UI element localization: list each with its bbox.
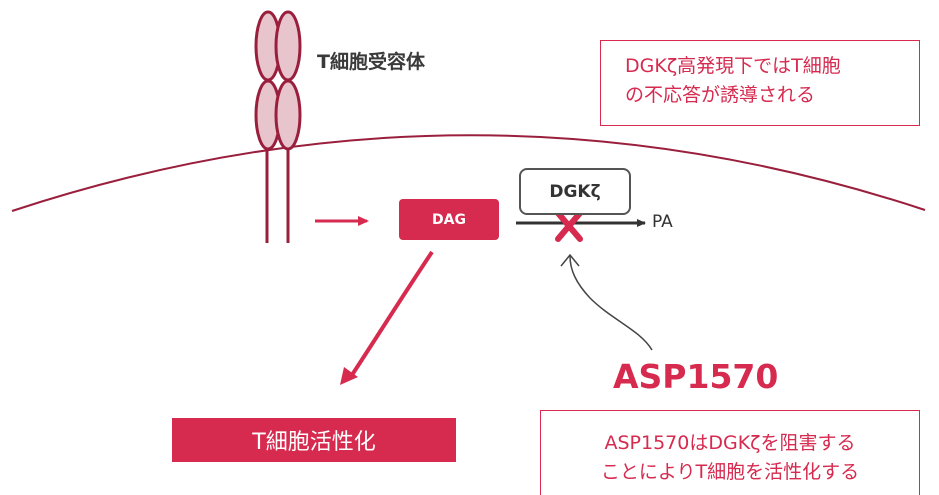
inhibitor-pointer-head [560, 253, 580, 267]
t-cell-activation-label: T細胞活性化 [252, 430, 376, 455]
dgk-zeta-label: DGKζ [549, 181, 601, 202]
activation-arrow-head [340, 367, 358, 385]
pa-label: PA [652, 212, 673, 232]
callout-bottom-line1: ASP1570はDGKζを阻害する [604, 432, 856, 454]
callout-top-line2: の不応答が誘導される [625, 84, 816, 106]
inhibition-x-icon [555, 210, 583, 242]
tcr-receptor-icon [254, 10, 302, 243]
tcr-label: T細胞受容体 [317, 51, 425, 73]
callout-asp1570-mechanism: ASP1570はDGKζを阻害する ことによりT細胞を活性化する [540, 410, 920, 495]
dgk-zeta-box: DGKζ [519, 168, 631, 215]
drug-name-asp1570: ASP1570 [613, 357, 779, 396]
callout-top-line1: DGKζ高発現下ではT細胞 [625, 55, 841, 77]
activation-arrow [348, 250, 434, 380]
inhibitor-pointer-arrow [569, 255, 653, 351]
dag-box: DAG [399, 199, 499, 240]
t-cell-activation-box: T細胞活性化 [172, 418, 456, 462]
dag-label: DAG [432, 211, 466, 228]
callout-bottom-line2: ことによりT細胞を活性化する [600, 461, 860, 483]
callout-dgk-high-expression: DGKζ高発現下ではT細胞 の不応答が誘導される [600, 40, 920, 126]
cell-membrane [11, 134, 926, 212]
